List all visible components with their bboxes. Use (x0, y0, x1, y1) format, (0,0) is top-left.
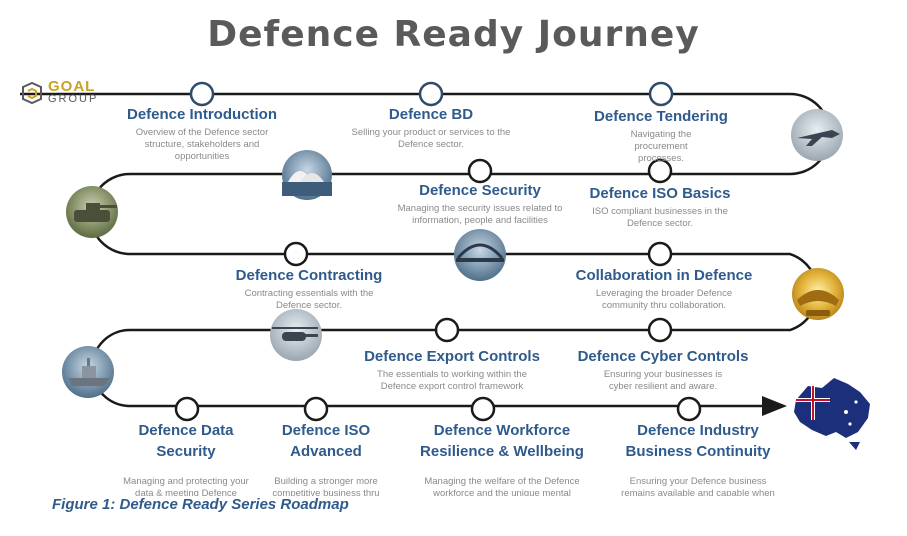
milestone-node-10 (174, 396, 200, 422)
milestone-node-8 (434, 317, 460, 343)
milestone-desc: ISO compliant businesses in the Defence … (592, 206, 728, 229)
army-badge-emblem (792, 268, 844, 320)
milestone-node-4 (467, 158, 493, 184)
milestone-defence-tendering: Defence Tendering Navigating the procure… (586, 106, 736, 165)
milestone-title: Defence Introduction (126, 106, 277, 123)
milestone-collaboration-in-defence: Collaboration in Defence Leveraging the … (566, 265, 762, 312)
milestone-desc: Building a stronger more competitive bus… (272, 476, 380, 496)
milestone-node-7 (647, 241, 673, 267)
milestone-node-13 (676, 396, 702, 422)
milestone-title: Defence Tendering (594, 108, 728, 125)
milestone-node-3 (648, 81, 674, 107)
milestone-title: Defence Workforce Resilience & Wellbeing (420, 422, 584, 460)
milestone-desc: Selling your product or services to the … (351, 127, 511, 150)
milestone-defence-bd: Defence BD Selling your product or servi… (351, 104, 511, 151)
milestone-title: Defence Security (419, 182, 541, 199)
goal-logo-icon (22, 81, 42, 105)
milestone-desc: Navigating the procurement processes. (630, 129, 692, 164)
milestone-defence-cyber-controls: Defence Cyber Controls Ensuring your bus… (570, 346, 756, 393)
milestone-title: Defence Contracting (235, 267, 383, 284)
milestone-title: Defence BD (388, 106, 474, 123)
milestone-defence-business-continuity: Defence Industry Business Continuity Ens… (610, 420, 786, 496)
logo-sub: GROUP (48, 93, 99, 105)
milestone-node-5 (647, 158, 673, 184)
milestone-title: Defence ISO Advanced (281, 422, 371, 460)
harbour-bridge-photo (454, 229, 506, 281)
milestone-node-11 (303, 396, 329, 422)
milestone-title: Defence Cyber Controls (577, 348, 749, 365)
australia-flag-map (794, 378, 870, 450)
goal-group-logo: GOAL GROUP (20, 78, 99, 106)
milestone-desc: Ensuring your Defence business remains a… (621, 476, 775, 496)
milestone-desc: The essentials to working within the Def… (377, 369, 527, 392)
milestone-title: Defence Industry Business Continuity (625, 422, 771, 460)
page-title: Defence Ready Journey (207, 14, 700, 55)
milestone-title: Collaboration in Defence (575, 267, 753, 284)
milestone-desc: Managing and protecting your data & meet… (123, 476, 249, 496)
milestone-node-1 (189, 81, 215, 107)
milestone-desc: Overview of the Defence sector structure… (135, 127, 269, 162)
milestone-defence-introduction: Defence Introduction Overview of the Def… (112, 104, 292, 163)
logo-brand: GOAL (48, 78, 96, 95)
milestone-node-6 (283, 241, 309, 267)
milestone-desc: Managing the welfare of the Defence work… (424, 476, 580, 496)
milestone-defence-data-security: Defence Data Security Managing and prote… (110, 420, 262, 496)
sydney-harbour-photo (282, 150, 332, 200)
milestone-node-12 (470, 396, 496, 422)
fighter-jet-photo (791, 109, 843, 161)
navy-ship-photo (62, 346, 114, 398)
milestone-title: Defence ISO Basics (589, 185, 731, 202)
milestone-defence-workforce: Defence Workforce Resilience & Wellbeing… (404, 420, 600, 496)
milestone-title: Defence Data Security (138, 422, 234, 460)
figure-caption: Figure 1: Defence Ready Series Roadmap (52, 496, 349, 513)
milestone-defence-contracting: Defence Contracting Contracting essentia… (220, 265, 398, 312)
milestone-desc: Leveraging the broader Defence community… (595, 288, 733, 311)
milestone-desc: Ensuring your businesses is cyber resili… (603, 369, 723, 392)
milestone-defence-security: Defence Security Managing the security i… (392, 180, 568, 227)
helicopter-photo (270, 309, 322, 361)
milestone-desc: Contracting essentials with the Defence … (244, 288, 374, 311)
milestone-defence-iso-advanced: Defence ISO Advanced Building a stronger… (264, 420, 388, 496)
milestone-defence-export-controls: Defence Export Controls The essentials t… (354, 346, 550, 393)
milestone-node-2 (418, 81, 444, 107)
tank-photo (66, 186, 118, 238)
milestone-desc: Managing the security issues related to … (397, 203, 563, 226)
milestone-node-9 (647, 317, 673, 343)
milestone-title: Defence Export Controls (364, 348, 540, 365)
milestone-defence-iso-basics: Defence ISO Basics ISO compliant busines… (582, 183, 738, 230)
